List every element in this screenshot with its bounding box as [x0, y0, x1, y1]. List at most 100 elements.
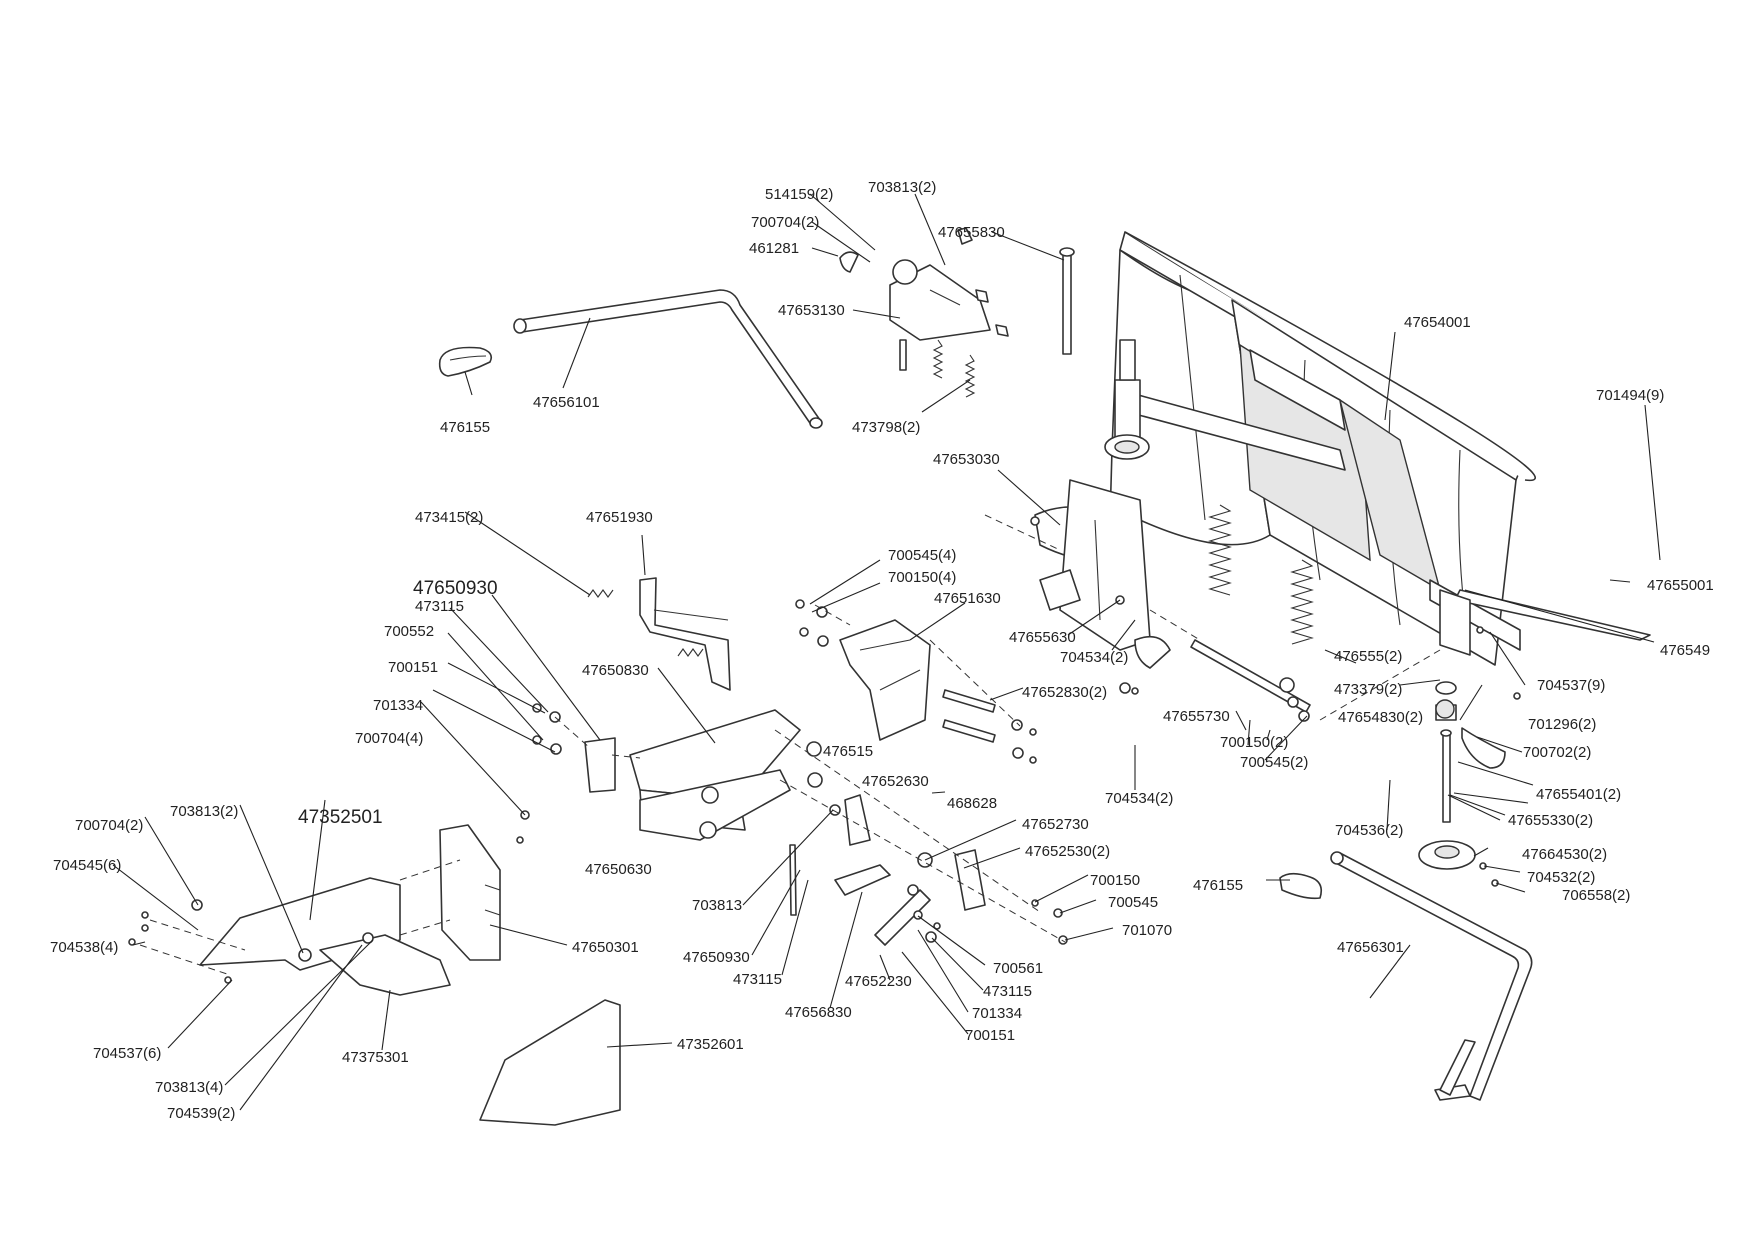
springs-473798 [932, 339, 976, 398]
label-704537-9: 704537(9) [1537, 677, 1605, 694]
lift-handle-47656101 [513, 289, 823, 429]
label-476515: 476515 [823, 743, 873, 760]
label-47650930-a: 47650930 [413, 578, 498, 599]
label-700150-2: 700150(2) [1220, 734, 1288, 751]
label-700704-top: 700704(2) [751, 214, 819, 231]
shaft-47655330 [1418, 681, 1506, 870]
plate-47650301 [439, 824, 501, 961]
label-47654830: 47654830(2) [1338, 709, 1423, 726]
label-47655001: 47655001 [1647, 577, 1714, 594]
label-701296: 701296(2) [1528, 716, 1596, 733]
label-701334-a: 701334 [373, 697, 423, 714]
label-700150-b: 700150 [1090, 872, 1140, 889]
label-704534-a: 704534(2) [1060, 649, 1128, 666]
bar-47650930 [789, 844, 797, 916]
handle-grip-left [438, 346, 493, 377]
label-47352501: 47352501 [298, 807, 383, 828]
label-700704-2: 700704(2) [75, 817, 143, 834]
label-47652730: 47652730 [1022, 816, 1089, 833]
label-700545-b: 700545 [1108, 894, 1158, 911]
label-47656301: 47656301 [1337, 939, 1404, 956]
side-plate-47650930 [584, 737, 616, 793]
label-476155-right: 476155 [1193, 877, 1243, 894]
label-47655330: 47655330(2) [1508, 812, 1593, 829]
label-704539: 704539(2) [167, 1105, 235, 1122]
pivot-link-47651930 [587, 577, 731, 691]
label-706558: 706558(2) [1562, 887, 1630, 904]
label-703813-mid: 703813(2) [170, 803, 238, 820]
label-47650930-b: 47650930 [683, 949, 750, 966]
label-47651630: 47651630 [934, 590, 1001, 607]
plow-blade [1104, 231, 1651, 666]
label-700702: 700702(2) [1523, 744, 1591, 761]
label-47664530: 47664530(2) [1522, 846, 1607, 863]
label-476549: 476549 [1660, 642, 1710, 659]
link-47652230 [874, 889, 931, 946]
label-47650301: 47650301 [572, 939, 639, 956]
label-700561: 700561 [993, 960, 1043, 977]
label-701494: 701494(9) [1596, 387, 1664, 404]
label-47656830: 47656830 [785, 1004, 852, 1021]
label-47655401: 47655401(2) [1536, 786, 1621, 803]
link-47652530 [954, 849, 986, 911]
label-704532: 704532(2) [1527, 869, 1595, 886]
label-47650830: 47650830 [582, 662, 649, 679]
pin-47655830 [1059, 247, 1075, 355]
label-47375301: 47375301 [342, 1049, 409, 1066]
handle-47656301 [1330, 851, 1533, 1101]
label-700704-4: 700704(4) [355, 730, 423, 747]
label-704545: 704545(6) [53, 857, 121, 874]
handle-grip-right [1279, 872, 1323, 900]
label-473115-b: 473115 [983, 983, 1032, 1000]
label-47652830: 47652830(2) [1022, 684, 1107, 701]
label-703813-4: 703813(4) [155, 1079, 223, 1096]
label-700151-b: 700151 [965, 1027, 1015, 1044]
label-700545-4: 700545(4) [888, 547, 956, 564]
label-47652630: 47652630 [862, 773, 929, 790]
label-47655730: 47655730 [1163, 708, 1230, 725]
label-703813-c: 703813 [692, 897, 742, 914]
label-704536: 704536(2) [1335, 822, 1403, 839]
label-47652230: 47652230 [845, 973, 912, 990]
mount-bracket-47653030 [1034, 479, 1171, 669]
springs-476555 [1208, 504, 1314, 645]
label-700545-2: 700545(2) [1240, 754, 1308, 771]
label-47655830: 47655830 [938, 224, 1005, 241]
label-473115-a: 473115 [415, 598, 464, 615]
label-704538: 704538(4) [50, 939, 118, 956]
label-700151-a: 700151 [388, 659, 438, 676]
label-476155-left: 476155 [440, 419, 490, 436]
label-47654001: 47654001 [1404, 314, 1471, 331]
label-473379: 473379(2) [1334, 681, 1402, 698]
label-47651930: 47651930 [586, 509, 653, 526]
plate-47352601 [479, 999, 621, 1126]
label-47652530: 47652530(2) [1025, 843, 1110, 860]
label-47352601: 47352601 [677, 1036, 744, 1053]
latch-bracket-47653130 [839, 227, 1009, 371]
label-704534-b: 704534(2) [1105, 790, 1173, 807]
main-frame-47650830 [629, 709, 801, 841]
link-47652630 [844, 794, 871, 846]
label-476555: 476555(2) [1334, 648, 1402, 665]
part-number-labels: 514159(2) 703813(2) 700704(2) 47655830 4… [50, 179, 1714, 1122]
label-468628: 468628 [947, 795, 997, 812]
label-47653030: 47653030 [933, 451, 1000, 468]
label-700150-4: 700150(4) [888, 569, 956, 586]
label-47656101: 47656101 [533, 394, 600, 411]
label-47655630: 47655630 [1009, 629, 1076, 646]
label-701070: 701070 [1122, 922, 1172, 939]
bracket-47651630 [839, 619, 931, 741]
label-703813-top: 703813(2) [868, 179, 936, 196]
label-47650630: 47650630 [585, 861, 652, 878]
plate-47375301 [319, 934, 451, 996]
label-473115-c: 473115 [733, 971, 782, 988]
label-514159: 514159(2) [765, 186, 833, 203]
leader-lines [112, 193, 1661, 1111]
label-473798: 473798(2) [852, 419, 920, 436]
label-473415: 473415(2) [415, 509, 483, 526]
rods-47652830 [942, 689, 996, 743]
label-47653130: 47653130 [778, 302, 845, 319]
label-700552: 700552 [384, 623, 434, 640]
label-704537-6: 704537(6) [93, 1045, 161, 1062]
